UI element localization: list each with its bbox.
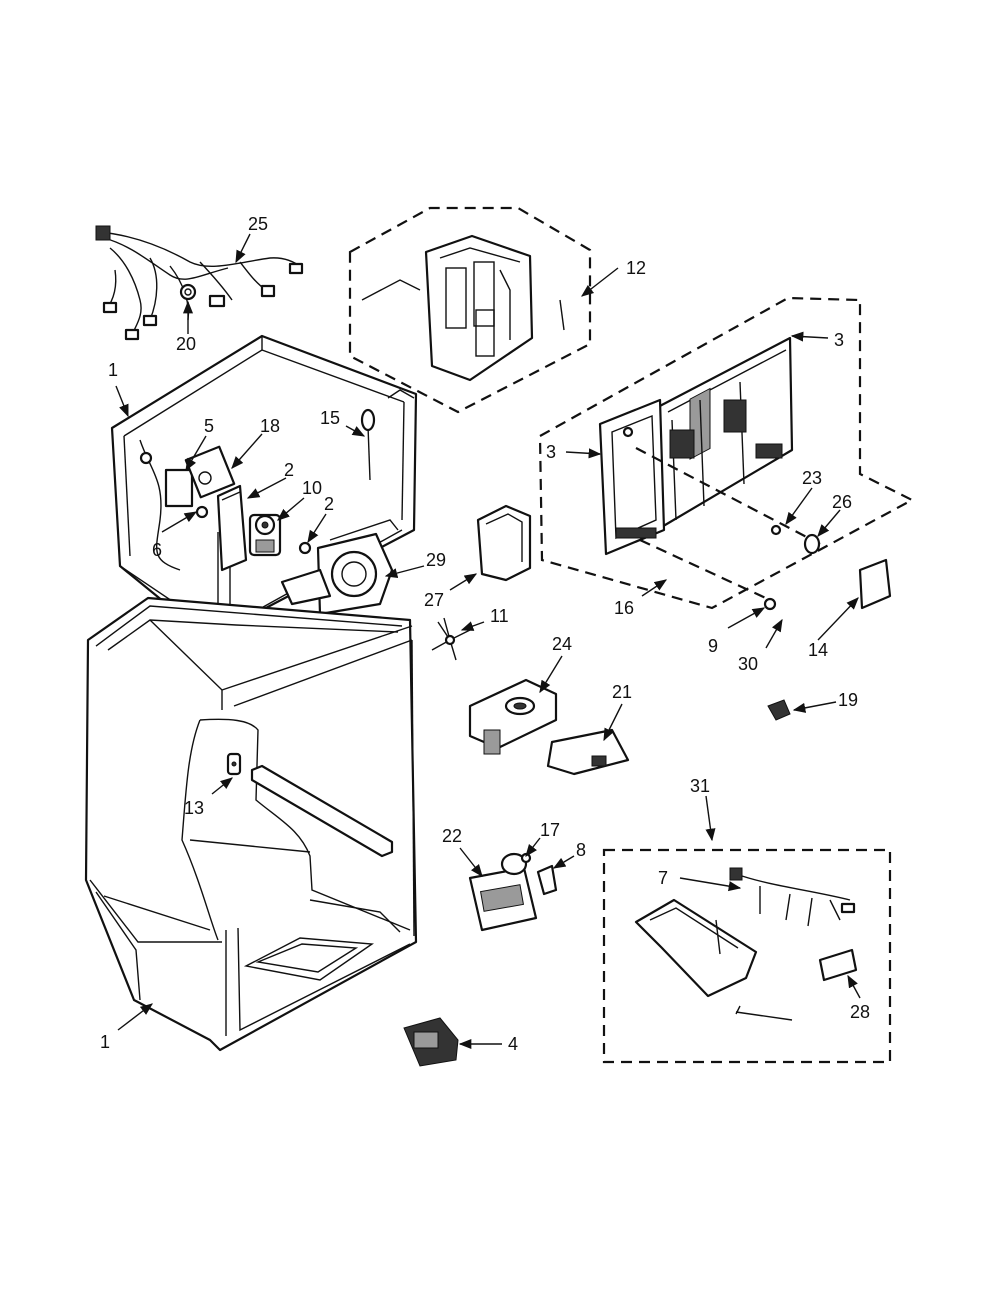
air-vent [476,504,532,582]
label-1-top: 1 [108,360,118,380]
label-20: 20 [176,334,196,354]
clip [767,699,791,721]
fresh-food-liner [84,596,418,1052]
rear-panel-group [538,296,915,611]
label-3-b: 3 [546,442,556,462]
label-17: 17 [540,820,560,840]
label-11: 11 [490,606,509,626]
label-13: 13 [184,798,204,818]
label-31: 31 [690,776,710,796]
label-15: 15 [320,408,340,428]
label-10: 10 [302,478,322,498]
freezer-liner [110,334,418,648]
label-12: 12 [626,258,646,278]
wire-harness [95,225,304,341]
ice-bucket-group [602,848,892,1064]
damper-housing [468,678,558,755]
part-labels: 25 20 1 5 18 15 2 10 2 6 29 27 11 12 3 3… [100,214,870,1054]
label-18: 18 [260,416,280,436]
label-21: 21 [612,682,632,702]
label-26: 26 [832,492,852,512]
label-2-b: 2 [324,494,334,514]
label-14: 14 [808,640,828,660]
label-7: 7 [658,868,668,888]
label-9: 9 [708,636,718,656]
leader-lines [115,233,861,1050]
duct-bracket [546,728,630,776]
label-23: 23 [802,468,822,488]
label-28: 28 [850,1002,870,1022]
label-2-a: 2 [284,460,294,480]
fan-blade [431,617,471,661]
label-25: 25 [248,214,268,234]
label-19: 19 [838,690,858,710]
thermistor-bracket [403,1017,459,1067]
label-5: 5 [204,416,214,436]
label-24: 24 [552,634,572,654]
label-3-a: 3 [834,330,844,350]
label-16: 16 [614,598,634,618]
label-27: 27 [424,590,444,610]
label-22: 22 [442,826,462,846]
label-4: 4 [508,1034,518,1054]
evaporator-cover-group [348,206,592,414]
light-parts [468,852,558,932]
label-29: 29 [426,550,446,570]
label-6: 6 [152,540,162,560]
label-30: 30 [738,654,758,674]
label-8: 8 [576,840,586,860]
label-1-bottom: 1 [100,1032,110,1052]
